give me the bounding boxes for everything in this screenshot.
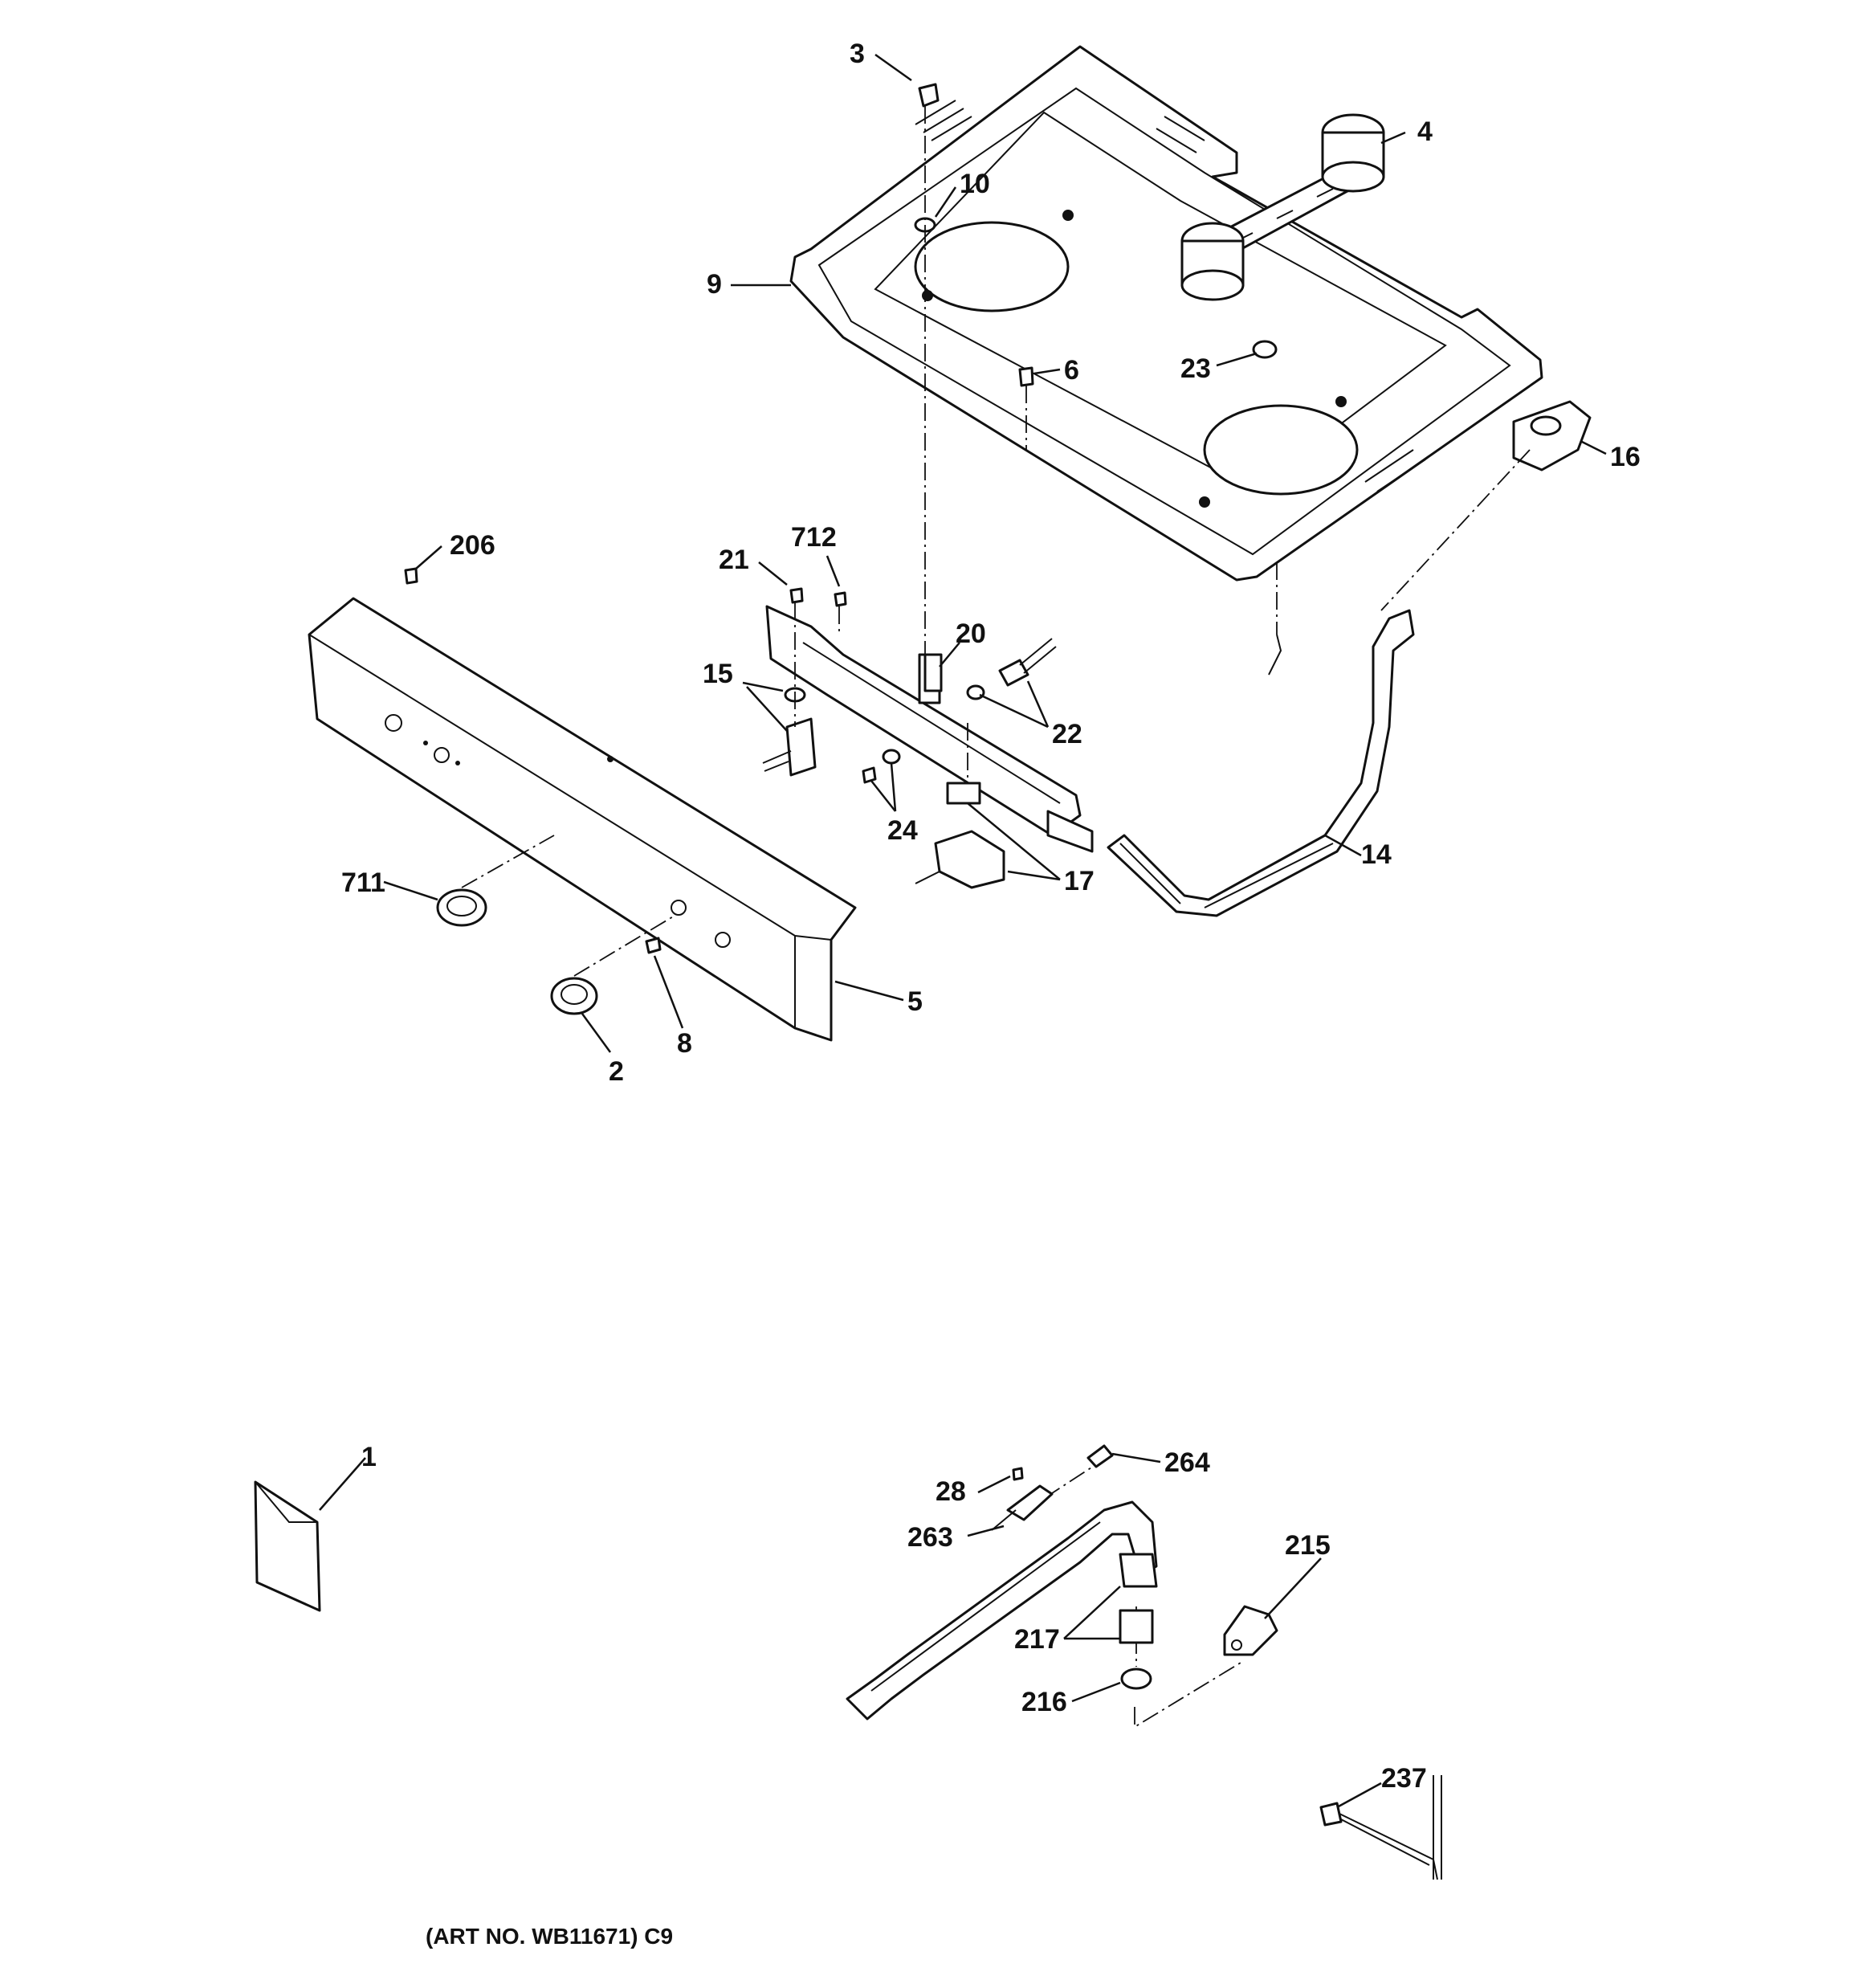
callout-23: 23 xyxy=(1180,353,1211,384)
bracket-16 xyxy=(1512,400,1592,471)
callout-9: 9 xyxy=(707,269,722,300)
screw-6 xyxy=(1018,366,1034,387)
callout-10: 10 xyxy=(960,169,990,199)
screw-24a xyxy=(862,766,877,784)
callout-24: 24 xyxy=(887,815,918,846)
callout-2: 2 xyxy=(609,1056,624,1087)
tube-connector xyxy=(1268,634,1282,676)
tube-237 xyxy=(1319,1775,1442,1880)
callout-22: 22 xyxy=(1052,719,1082,749)
burner-valve-assembly xyxy=(1180,113,1385,301)
fastener-3 xyxy=(918,83,940,108)
manifold-panel xyxy=(308,597,857,1042)
screw-21 xyxy=(789,587,804,604)
callout-216: 216 xyxy=(1021,1687,1067,1717)
callout-3: 3 xyxy=(850,39,865,69)
callouts: 3 4 10 9 6 23 16 206 21 712 20 15 22 24 … xyxy=(341,39,1641,1794)
valve-15 xyxy=(762,717,817,777)
knob-711 xyxy=(436,888,487,927)
screw-8 xyxy=(645,937,662,954)
callout-215: 215 xyxy=(1285,1530,1331,1561)
callout-1: 1 xyxy=(361,1442,377,1472)
callout-21: 21 xyxy=(719,545,749,575)
screw-206 xyxy=(404,567,418,585)
callout-712: 712 xyxy=(791,522,837,553)
screw-28 xyxy=(1012,1467,1024,1481)
spacer-23 xyxy=(1252,340,1278,359)
callout-20: 20 xyxy=(956,618,986,649)
leader-lines xyxy=(319,53,1607,1809)
art-number-caption: (ART NO. WB11671) C9 xyxy=(426,1924,673,1949)
callout-4: 4 xyxy=(1417,116,1433,147)
callout-237: 237 xyxy=(1381,1763,1427,1794)
burner-box xyxy=(789,45,1543,582)
oven-gas-tube xyxy=(1107,609,1415,917)
manifold-pipe xyxy=(765,605,1094,853)
callout-5: 5 xyxy=(907,986,923,1017)
orifice-20 xyxy=(923,653,943,692)
envelope-1 xyxy=(254,1480,321,1612)
callout-15: 15 xyxy=(703,659,733,689)
fitting-264 xyxy=(1086,1444,1114,1468)
callout-264: 264 xyxy=(1164,1447,1210,1478)
knob-2 xyxy=(550,977,598,1015)
callout-263: 263 xyxy=(907,1522,953,1553)
callout-14: 14 xyxy=(1361,839,1392,870)
callout-711: 711 xyxy=(341,867,385,898)
callout-217: 217 xyxy=(1014,1624,1060,1655)
screw-712 xyxy=(834,591,847,607)
callout-8: 8 xyxy=(677,1028,692,1059)
bracket-215 xyxy=(1223,1605,1278,1656)
fitting-217 xyxy=(1119,1553,1158,1644)
callout-28: 28 xyxy=(936,1476,966,1507)
callout-6: 6 xyxy=(1064,355,1079,386)
callout-16: 16 xyxy=(1610,442,1641,472)
washer-24 xyxy=(882,749,901,765)
nut-216 xyxy=(1120,1668,1152,1690)
valve-17 xyxy=(915,782,1005,889)
pilot-tube-assembly xyxy=(846,1484,1158,1721)
callout-17: 17 xyxy=(1064,866,1095,896)
callout-206: 206 xyxy=(450,530,495,561)
